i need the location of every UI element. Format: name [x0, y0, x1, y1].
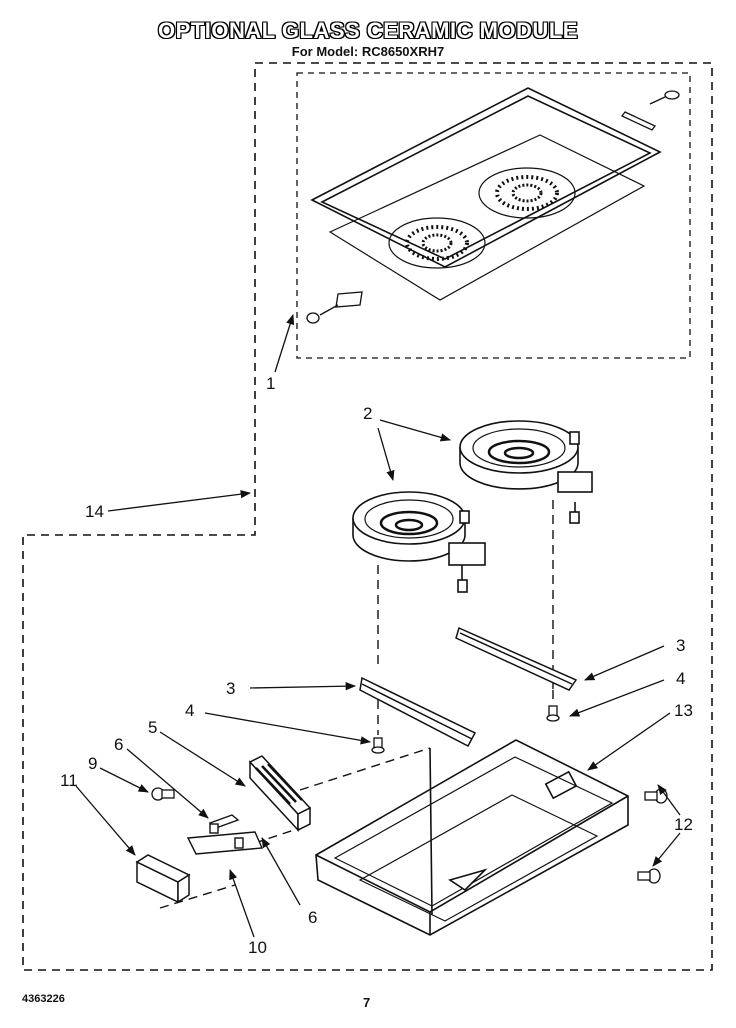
document-code: 4363226 [22, 993, 65, 1005]
callout-12: 12 [674, 815, 693, 834]
diagram-title: OPTIONAL GLASS CERAMIC MODULE [158, 18, 578, 43]
page-number: 7 [363, 995, 371, 1010]
callout-9: 9 [88, 754, 97, 773]
callout-2: 2 [363, 404, 372, 423]
module-box [315, 739, 629, 936]
module-boundary [22, 62, 713, 971]
bracket-left [359, 676, 477, 748]
leader-lines [75, 314, 681, 938]
screw-left [371, 737, 385, 754]
callout-14: 14 [85, 502, 104, 521]
surface-unit-left [352, 491, 486, 593]
bracket-part-10 [186, 831, 264, 855]
burner-pattern-left [388, 217, 486, 269]
callout-5: 5 [148, 718, 157, 737]
callout-11: 11 [60, 771, 78, 790]
glass-ceramic-top [310, 87, 662, 301]
callout-3-right: 3 [676, 636, 685, 655]
top-bracket-right [620, 90, 680, 131]
screw-part-9 [151, 787, 175, 801]
glass-top-boundary [296, 72, 691, 359]
screw-12-lower [637, 868, 661, 884]
callout-6-lower: 6 [308, 908, 317, 927]
callout-13: 13 [674, 701, 693, 720]
clip-part [208, 814, 240, 834]
model-subtitle: For Model: RC8650XRH7 [291, 44, 445, 59]
surface-unit-right [459, 420, 593, 524]
screw-12-upper [644, 788, 668, 804]
bracket-right [455, 626, 578, 691]
burner-pattern-right [478, 167, 576, 219]
top-bracket-left [306, 291, 363, 324]
terminal-block [135, 854, 191, 904]
callout-10: 10 [248, 938, 267, 957]
callout-6-upper: 6 [114, 735, 123, 754]
callout-4-left: 4 [185, 701, 194, 720]
callout-4-right: 4 [676, 669, 685, 688]
callout-3-left: 3 [226, 679, 235, 698]
screw-right [546, 705, 560, 722]
switch-part [248, 755, 312, 832]
callout-1: 1 [266, 374, 275, 393]
